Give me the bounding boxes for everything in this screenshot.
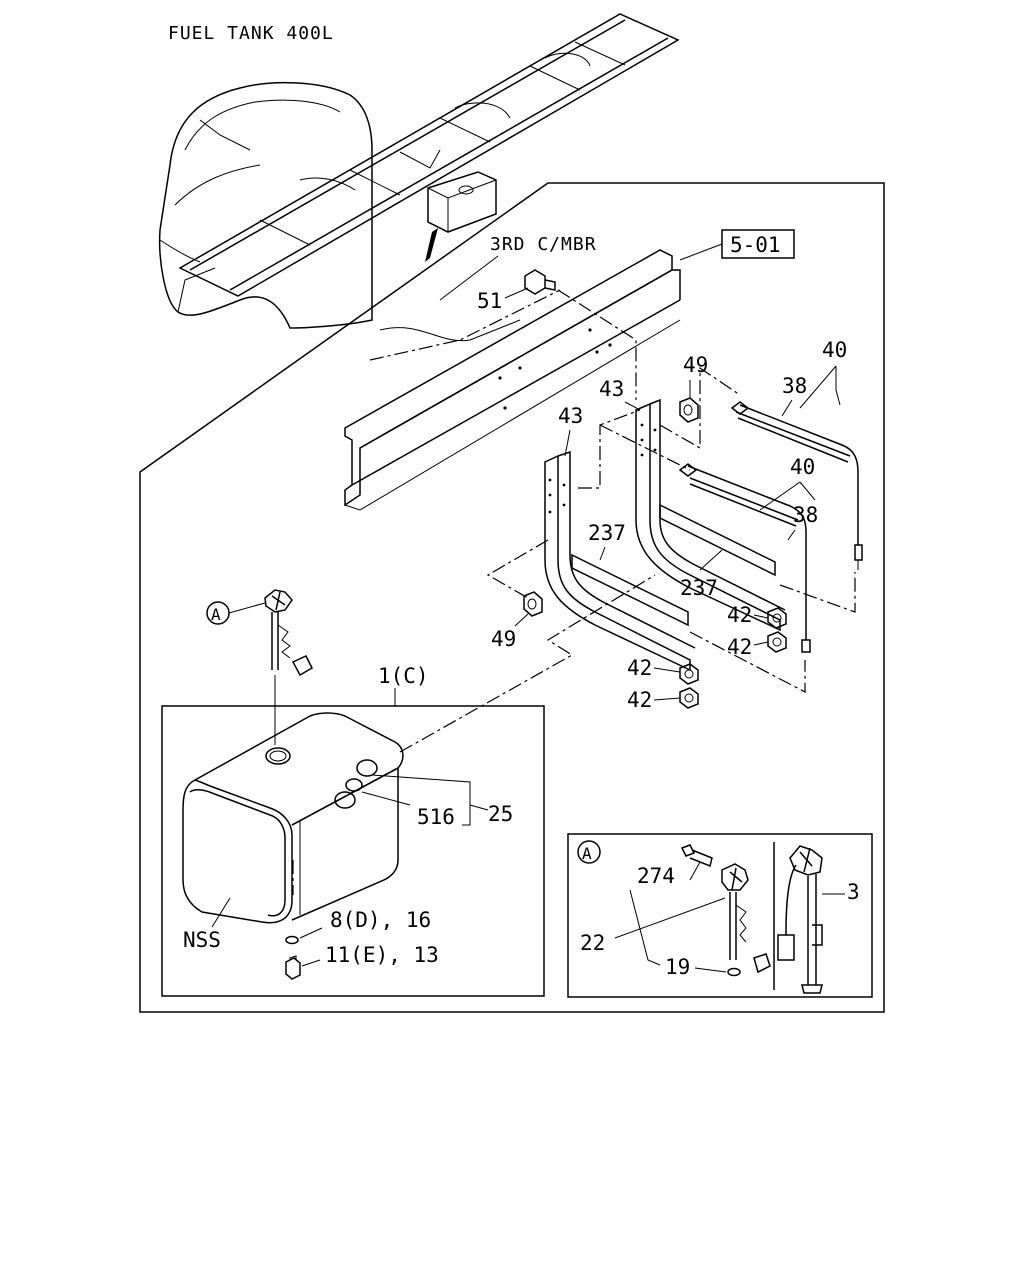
rubber-strip-237-lower xyxy=(571,553,689,627)
nut-42-c xyxy=(679,663,699,685)
nut-42-d xyxy=(679,687,699,709)
detail-a-marker: A xyxy=(206,601,230,625)
reference-label: 5-01 xyxy=(730,233,781,257)
callout-tank: 1(C) xyxy=(378,664,429,688)
callout-42-d: 42 xyxy=(627,688,652,712)
detail-frame xyxy=(139,182,885,1013)
rubber-strip-237-upper xyxy=(659,503,776,577)
callout-43-front: 43 xyxy=(558,404,583,428)
callout-22: 22 xyxy=(580,931,605,955)
callout-8: 8(D), 16 xyxy=(330,908,431,932)
inset-sender-unit xyxy=(680,844,771,977)
nut-49-upper xyxy=(679,397,699,423)
nut-42-a xyxy=(767,607,787,629)
cross-member-beam xyxy=(344,249,681,511)
strap-upper xyxy=(730,401,863,570)
nut-42-b xyxy=(767,631,787,653)
callout-40-lower: 40 xyxy=(790,455,815,479)
strap-lower xyxy=(678,463,811,653)
callout-38-upper: 38 xyxy=(782,374,807,398)
callout-40-upper: 40 xyxy=(822,338,847,362)
callout-237-upper: 237 xyxy=(588,521,626,545)
callout-274: 274 xyxy=(637,864,675,888)
callout-49-lower: 49 xyxy=(491,627,516,651)
callout-11: 11(E), 13 xyxy=(325,943,439,967)
bracket-43-front xyxy=(544,450,696,672)
fuel-gauge-sender xyxy=(264,589,313,677)
callout-49-upper: 49 xyxy=(683,353,708,377)
member-label: 3RD C/MBR xyxy=(490,234,597,255)
inset-marker: A xyxy=(577,840,601,864)
callout-3: 3 xyxy=(847,880,860,904)
callout-237-lower: 237 xyxy=(680,576,718,600)
inset-frame xyxy=(567,833,873,998)
callout-42-c: 42 xyxy=(627,656,652,680)
bolt-51 xyxy=(524,269,556,295)
bracket-43-rear xyxy=(635,398,786,632)
callout-42-b: 42 xyxy=(727,635,752,659)
callout-38-lower: 38 xyxy=(793,503,818,527)
drain-plug xyxy=(285,955,301,980)
callout-51: 51 xyxy=(477,289,502,313)
callout-43-rear: 43 xyxy=(599,377,624,401)
callout-25: 25 xyxy=(488,802,513,826)
truck-cab-illustration xyxy=(158,13,680,329)
callout-516: 516 xyxy=(417,805,455,829)
tank-subframe xyxy=(161,705,545,997)
svg-text:A: A xyxy=(582,844,592,863)
drain-washer xyxy=(285,935,299,945)
callout-42-a: 42 xyxy=(727,603,752,627)
fuel-tank xyxy=(182,712,404,924)
nut-49-lower xyxy=(523,591,543,617)
callout-19: 19 xyxy=(665,955,690,979)
gauge-unit-3 xyxy=(777,845,823,994)
callout-nss: NSS xyxy=(183,928,221,952)
diagram-title: FUEL TANK 400L xyxy=(168,23,334,44)
svg-text:A: A xyxy=(211,605,221,624)
